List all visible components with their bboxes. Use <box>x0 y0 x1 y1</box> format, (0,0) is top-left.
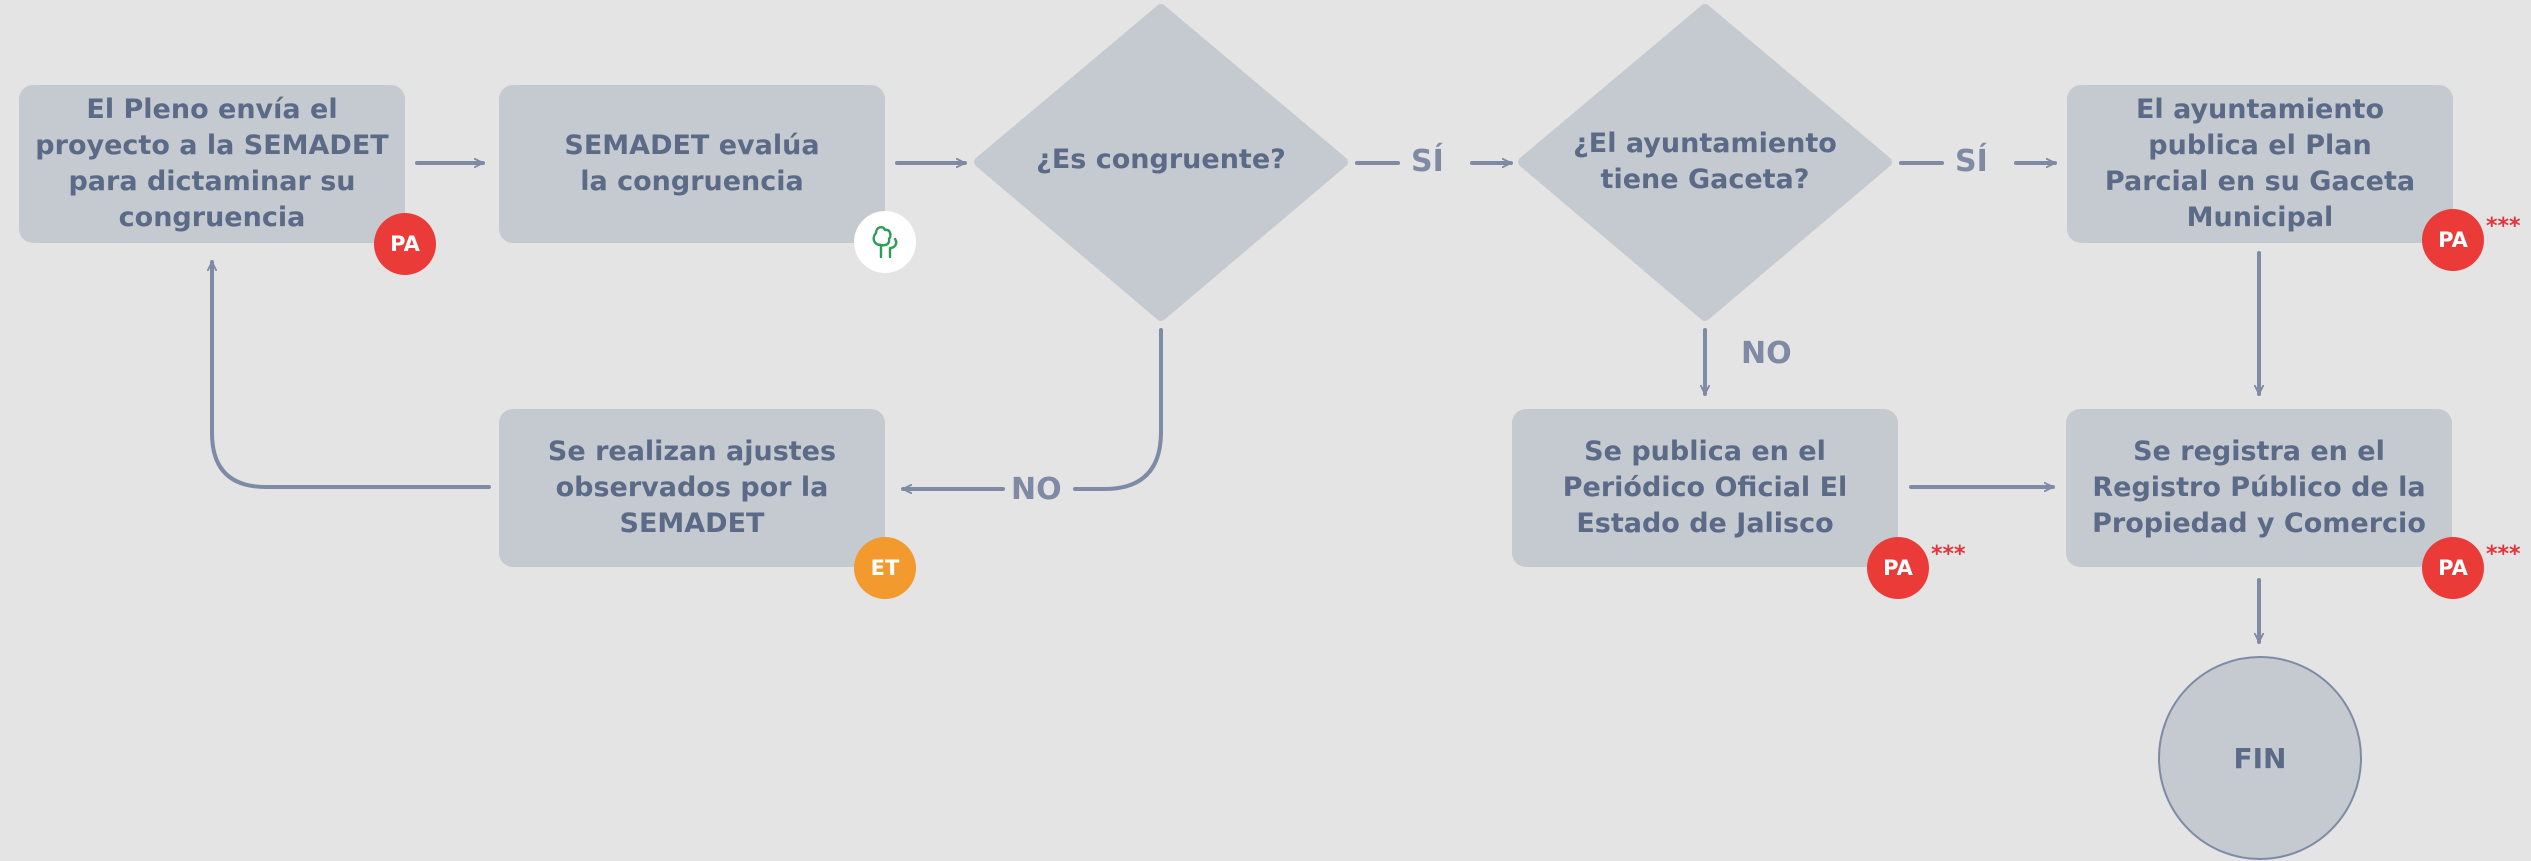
node-semadet-evalua: SEMADET evalúa la congruencia <box>499 85 885 243</box>
stars-periodico: *** <box>1931 542 1966 567</box>
node-ajustes: Se realizan ajustes observados por la SE… <box>499 409 885 567</box>
decision-diamond-congruente <box>974 4 1348 321</box>
node-ajustes-text: Se realizan ajustes observados por la SE… <box>547 435 837 540</box>
edge-label-si-gaceta: SÍ <box>1955 144 1988 179</box>
node-registro-publico-text: Se registra en el Registro Público de la… <box>2092 435 2426 540</box>
badge-pa-publica-gaceta-label: PA <box>2438 228 2468 252</box>
node-pleno-envia-text: El Pleno envía el proyecto a la SEMADET … <box>35 93 389 234</box>
decision-diamond-gaceta <box>1518 4 1892 321</box>
node-registro-publico: Se registra en el Registro Público de la… <box>2066 409 2452 567</box>
stars-publica-gaceta: *** <box>2486 214 2521 239</box>
node-pleno-envia: El Pleno envía el proyecto a la SEMADET … <box>19 85 405 243</box>
end-node-fin-text: FIN <box>2233 741 2287 775</box>
node-semadet-evalua-text: SEMADET evalúa la congruencia <box>564 129 820 197</box>
end-node-fin: FIN <box>2158 656 2362 860</box>
badge-et-ajustes: ET <box>854 537 916 599</box>
node-publica-gaceta: El ayuntamiento publica el Plan Parcial … <box>2067 85 2453 243</box>
badge-pa-periodico-label: PA <box>1883 556 1913 580</box>
arrow-ajustes-to-pleno <box>212 260 491 489</box>
badge-pa-registro-label: PA <box>2438 556 2468 580</box>
badge-tree-semadet <box>854 211 916 273</box>
badge-pa-registro: PA <box>2422 537 2484 599</box>
decision-tiene-gaceta-text: ¿El ayuntamiento tiene Gaceta? <box>1573 127 1837 195</box>
edge-label-no-congruente: NO <box>1011 472 1062 507</box>
node-periodico-oficial: Se publica en el Periódico Oficial El Es… <box>1512 409 1898 567</box>
badge-pa-publica-gaceta: PA <box>2422 209 2484 271</box>
edge-label-no-gaceta: NO <box>1741 336 1792 371</box>
badge-pa-pleno: PA <box>374 213 436 275</box>
decision-es-congruente-text: ¿Es congruente? <box>1036 143 1286 175</box>
arrow-congruente-no-curve <box>1073 328 1163 491</box>
badge-pa-pleno-label: PA <box>390 232 420 256</box>
node-periodico-oficial-text: Se publica en el Periódico Oficial El Es… <box>1562 435 1848 540</box>
edge-label-si-congruente: SÍ <box>1411 144 1444 179</box>
tree-icon <box>872 225 898 259</box>
badge-pa-periodico: PA <box>1867 537 1929 599</box>
node-publica-gaceta-text: El ayuntamiento publica el Plan Parcial … <box>2104 93 2416 234</box>
badge-et-ajustes-label: ET <box>870 556 900 580</box>
stars-registro: *** <box>2486 542 2521 567</box>
